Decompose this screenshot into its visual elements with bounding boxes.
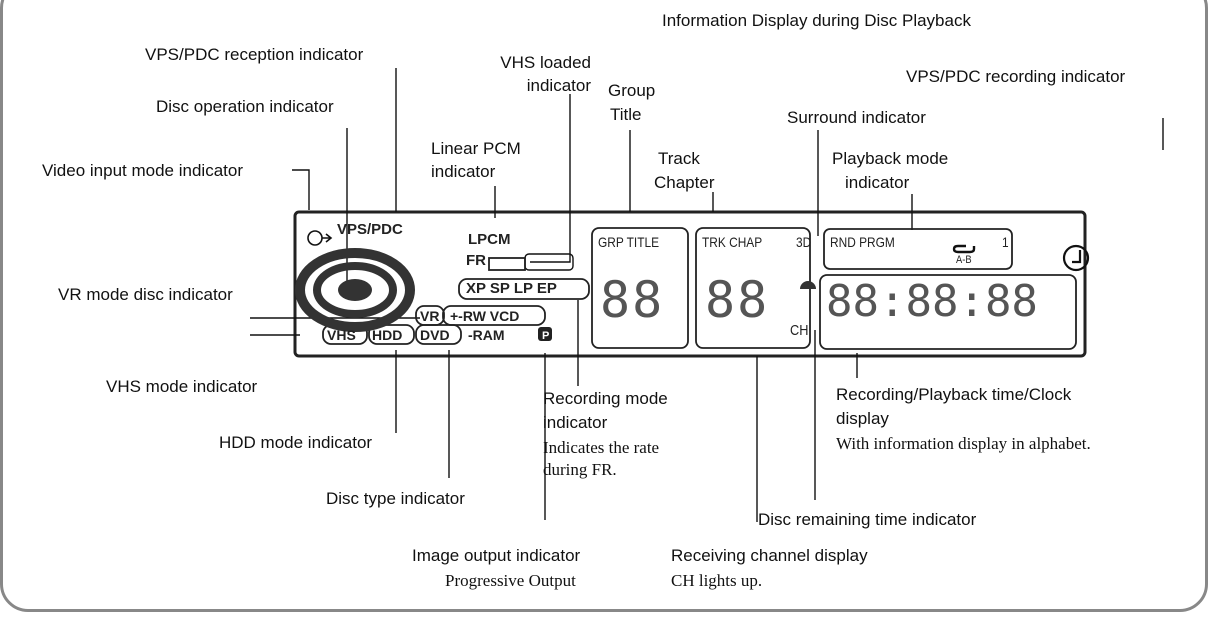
playback-mode-label-2: indicator <box>845 173 910 192</box>
hdd-box <box>368 324 415 345</box>
3d-text: 3D <box>796 234 812 250</box>
rec-mode-text: XP SP LP EP <box>466 280 557 297</box>
rw-vcd-box <box>442 305 546 326</box>
vhs-loaded-label-1: VHS loaded <box>500 53 591 72</box>
linear-pcm-label-1: Linear PCM <box>431 139 521 158</box>
tape-box <box>488 257 526 271</box>
time-display-box <box>819 274 1077 350</box>
vps-reception-label: VPS/PDC reception indicator <box>145 45 364 64</box>
disc-operation-graphic <box>295 248 415 332</box>
remaining-time-icon <box>800 281 816 289</box>
receiving-channel-desc: CH lights up. <box>671 571 763 590</box>
image-output-label: Image output indicator <box>412 546 581 565</box>
vhs-text: VHS <box>327 327 356 343</box>
repeat-icon <box>952 244 976 254</box>
rw-vcd-text: +-RW VCD <box>450 308 520 324</box>
linear-pcm-label-2: indicator <box>431 162 496 181</box>
a-b-text: A-B <box>956 254 972 266</box>
vps-recording-label: VPS/PDC recording indicator <box>906 67 1126 86</box>
fr-text: FR <box>466 252 486 269</box>
disc-type-label: Disc type indicator <box>326 489 465 508</box>
group-digits: 88 <box>600 271 665 329</box>
group-title-box <box>591 227 689 349</box>
one-text: 1 <box>1002 234 1009 250</box>
ram-text: -RAM <box>468 327 505 343</box>
recording-mode-label-1: Recording mode <box>543 389 668 408</box>
rec-mode-box <box>458 278 590 300</box>
surround-label: Surround indicator <box>787 108 926 127</box>
recording-time-desc: With information display in alphabet. <box>836 434 1091 453</box>
vhs-mode-label: VHS mode indicator <box>106 377 258 396</box>
time-digits: 88:88:88 <box>826 276 1038 327</box>
input-arrow-icon <box>307 230 333 246</box>
title-label: Title <box>610 105 642 124</box>
rnd-prgm-text: RND PRGM <box>830 234 895 250</box>
track-digits: 88 <box>705 271 770 329</box>
recording-time-label-1: Recording/Playback time/Clock <box>836 385 1072 404</box>
playback-mode-label-1: Playback mode <box>832 149 949 168</box>
trk-chap-text: TRK CHAP <box>702 234 763 250</box>
lpcm-text: LPCM <box>468 231 511 248</box>
recording-mode-label-2: indicator <box>543 413 608 432</box>
vps-pdc-text: VPS/PDC <box>337 221 403 238</box>
recording-time-label-2: display <box>836 409 889 428</box>
vr-text: VR <box>420 308 440 324</box>
track-label: Track <box>658 149 700 168</box>
display-outline <box>293 210 1087 358</box>
hdd-text: HDD <box>372 327 403 343</box>
grp-title-text: GRP TITLE <box>598 234 660 250</box>
recording-mode-desc-2: during FR. <box>543 460 617 479</box>
vhs-loaded-label-2: indicator <box>526 76 591 95</box>
clock-icon <box>1062 244 1090 272</box>
dvd-text: DVD <box>420 327 450 343</box>
vr-mode-label: VR mode disc indicator <box>58 285 233 304</box>
disc-remaining-label: Disc remaining time indicator <box>758 510 977 529</box>
video-input-label: Video input mode indicator <box>42 161 243 180</box>
chapter-label: Chapter <box>654 173 715 192</box>
image-output-desc: Progressive Output <box>445 571 576 590</box>
svg-text:P: P <box>542 330 549 342</box>
disc-operation-label: Disc operation indicator <box>156 97 334 116</box>
playback-mode-box <box>823 228 1013 270</box>
progressive-icon <box>538 327 552 341</box>
recording-mode-desc-1: Indicates the rate <box>543 438 660 457</box>
dvd-box <box>415 324 462 345</box>
group-label: Group <box>608 81 656 100</box>
hdd-mode-label: HDD mode indicator <box>219 433 373 452</box>
figure-title: Information Display during Disc Playback <box>662 11 971 30</box>
receiving-channel-label: Receiving channel display <box>671 546 868 565</box>
ch-text: CH <box>790 322 809 339</box>
